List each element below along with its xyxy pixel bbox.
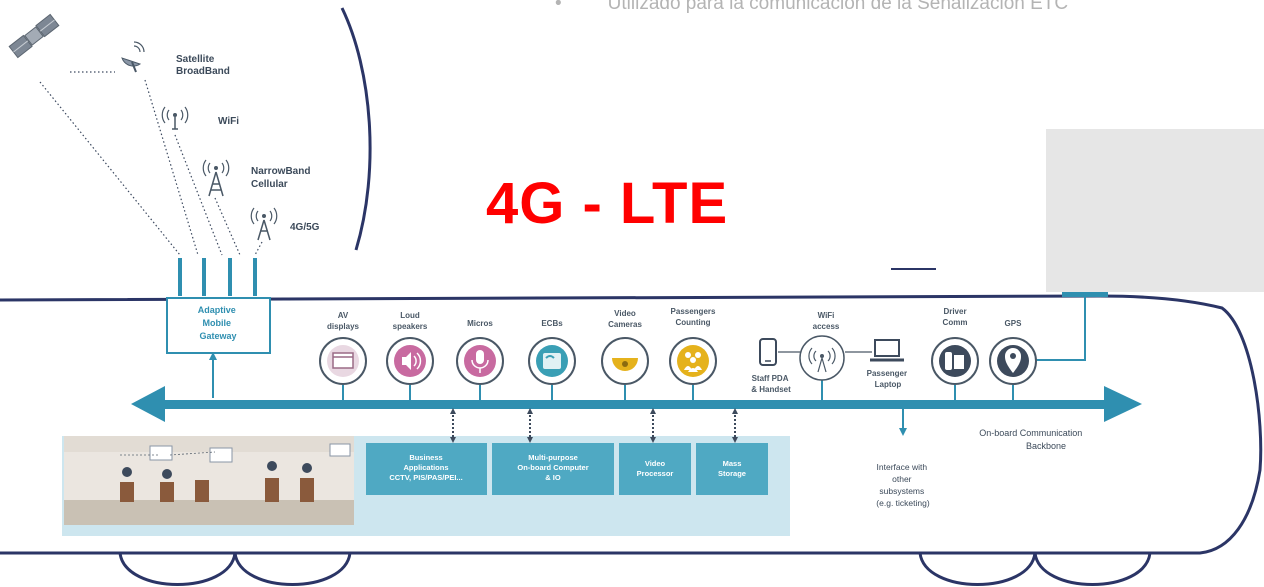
svg-text:Micros: Micros	[467, 319, 493, 328]
block-connectors	[452, 411, 736, 440]
backbone-label: On-board Communication Backbone	[979, 428, 1085, 451]
backbone-arrow-right	[1104, 386, 1142, 422]
microphone-icon	[464, 345, 496, 377]
phone-icon	[939, 345, 971, 377]
people-icon	[677, 345, 709, 377]
link-label-satellite: Satellite BroadBand	[176, 54, 230, 77]
location-pin-icon	[997, 345, 1029, 377]
interface-label: Interface with other subsystems (e.g. ti…	[876, 462, 930, 508]
bullet-symbol: •	[555, 0, 562, 14]
radio-links	[39, 71, 263, 256]
satellite-dish-icon	[121, 41, 145, 73]
staff-pda-label: Staff PDA & Handset	[751, 374, 791, 394]
train-body-outline	[0, 294, 1263, 555]
communication-backbone	[131, 386, 1142, 422]
bullet-line: • Utilizado para la comunicación de la Se…	[555, 0, 1068, 15]
gps-antenna-bar	[1062, 292, 1108, 297]
image-placeholder	[1046, 129, 1264, 292]
train-nose	[0, 300, 40, 330]
handset-icon	[759, 338, 777, 366]
arrow-head	[899, 428, 907, 436]
camera-dome-icon	[612, 358, 638, 371]
passenger-laptop-label: Passenger Laptop	[867, 369, 910, 389]
wifi-antenna-icon	[161, 106, 189, 130]
train-interior-photo	[64, 436, 354, 525]
adaptive-mobile-gateway	[166, 297, 271, 354]
connector-arrow-heads	[450, 408, 738, 443]
link-label-4g5g: 4G/5G	[290, 222, 320, 233]
wheel	[233, 552, 352, 586]
svg-text:ECBs: ECBs	[541, 319, 563, 328]
gps-device: GPS	[989, 319, 1037, 400]
gps-connector	[1035, 292, 1086, 361]
backbone-arrow-left	[131, 386, 165, 422]
cell-tower-icon	[250, 207, 278, 241]
wifi-access-point-icon	[808, 347, 836, 373]
display-icon	[327, 345, 359, 377]
satellite-icon	[8, 13, 60, 59]
wheel	[1033, 552, 1152, 586]
link-label-wifi: WiFi	[218, 116, 239, 127]
gateway-label: Adaptive Mobile Gateway	[198, 305, 239, 341]
brace-curve	[340, 7, 372, 251]
wheel	[918, 552, 1037, 586]
svg-text:GPS: GPS	[1005, 319, 1023, 328]
emergency-call-icon	[536, 345, 568, 377]
ecbs-device: ECBs	[528, 319, 576, 400]
arrow-head	[209, 352, 217, 360]
speaker-icon	[394, 345, 426, 377]
gateway-antennas	[178, 258, 257, 296]
micros-device: Micros	[456, 319, 504, 400]
slide-title: 4G - LTE	[486, 171, 729, 236]
laptop-icon	[870, 339, 904, 362]
link-label-narrowband: NarrowBand Cellular	[251, 166, 313, 190]
bullet-text: Utilizado para la comunicación de la Señ…	[607, 0, 1069, 14]
cell-tower-icon	[202, 159, 230, 197]
train-wheels	[118, 552, 1152, 586]
wheel	[118, 552, 237, 586]
